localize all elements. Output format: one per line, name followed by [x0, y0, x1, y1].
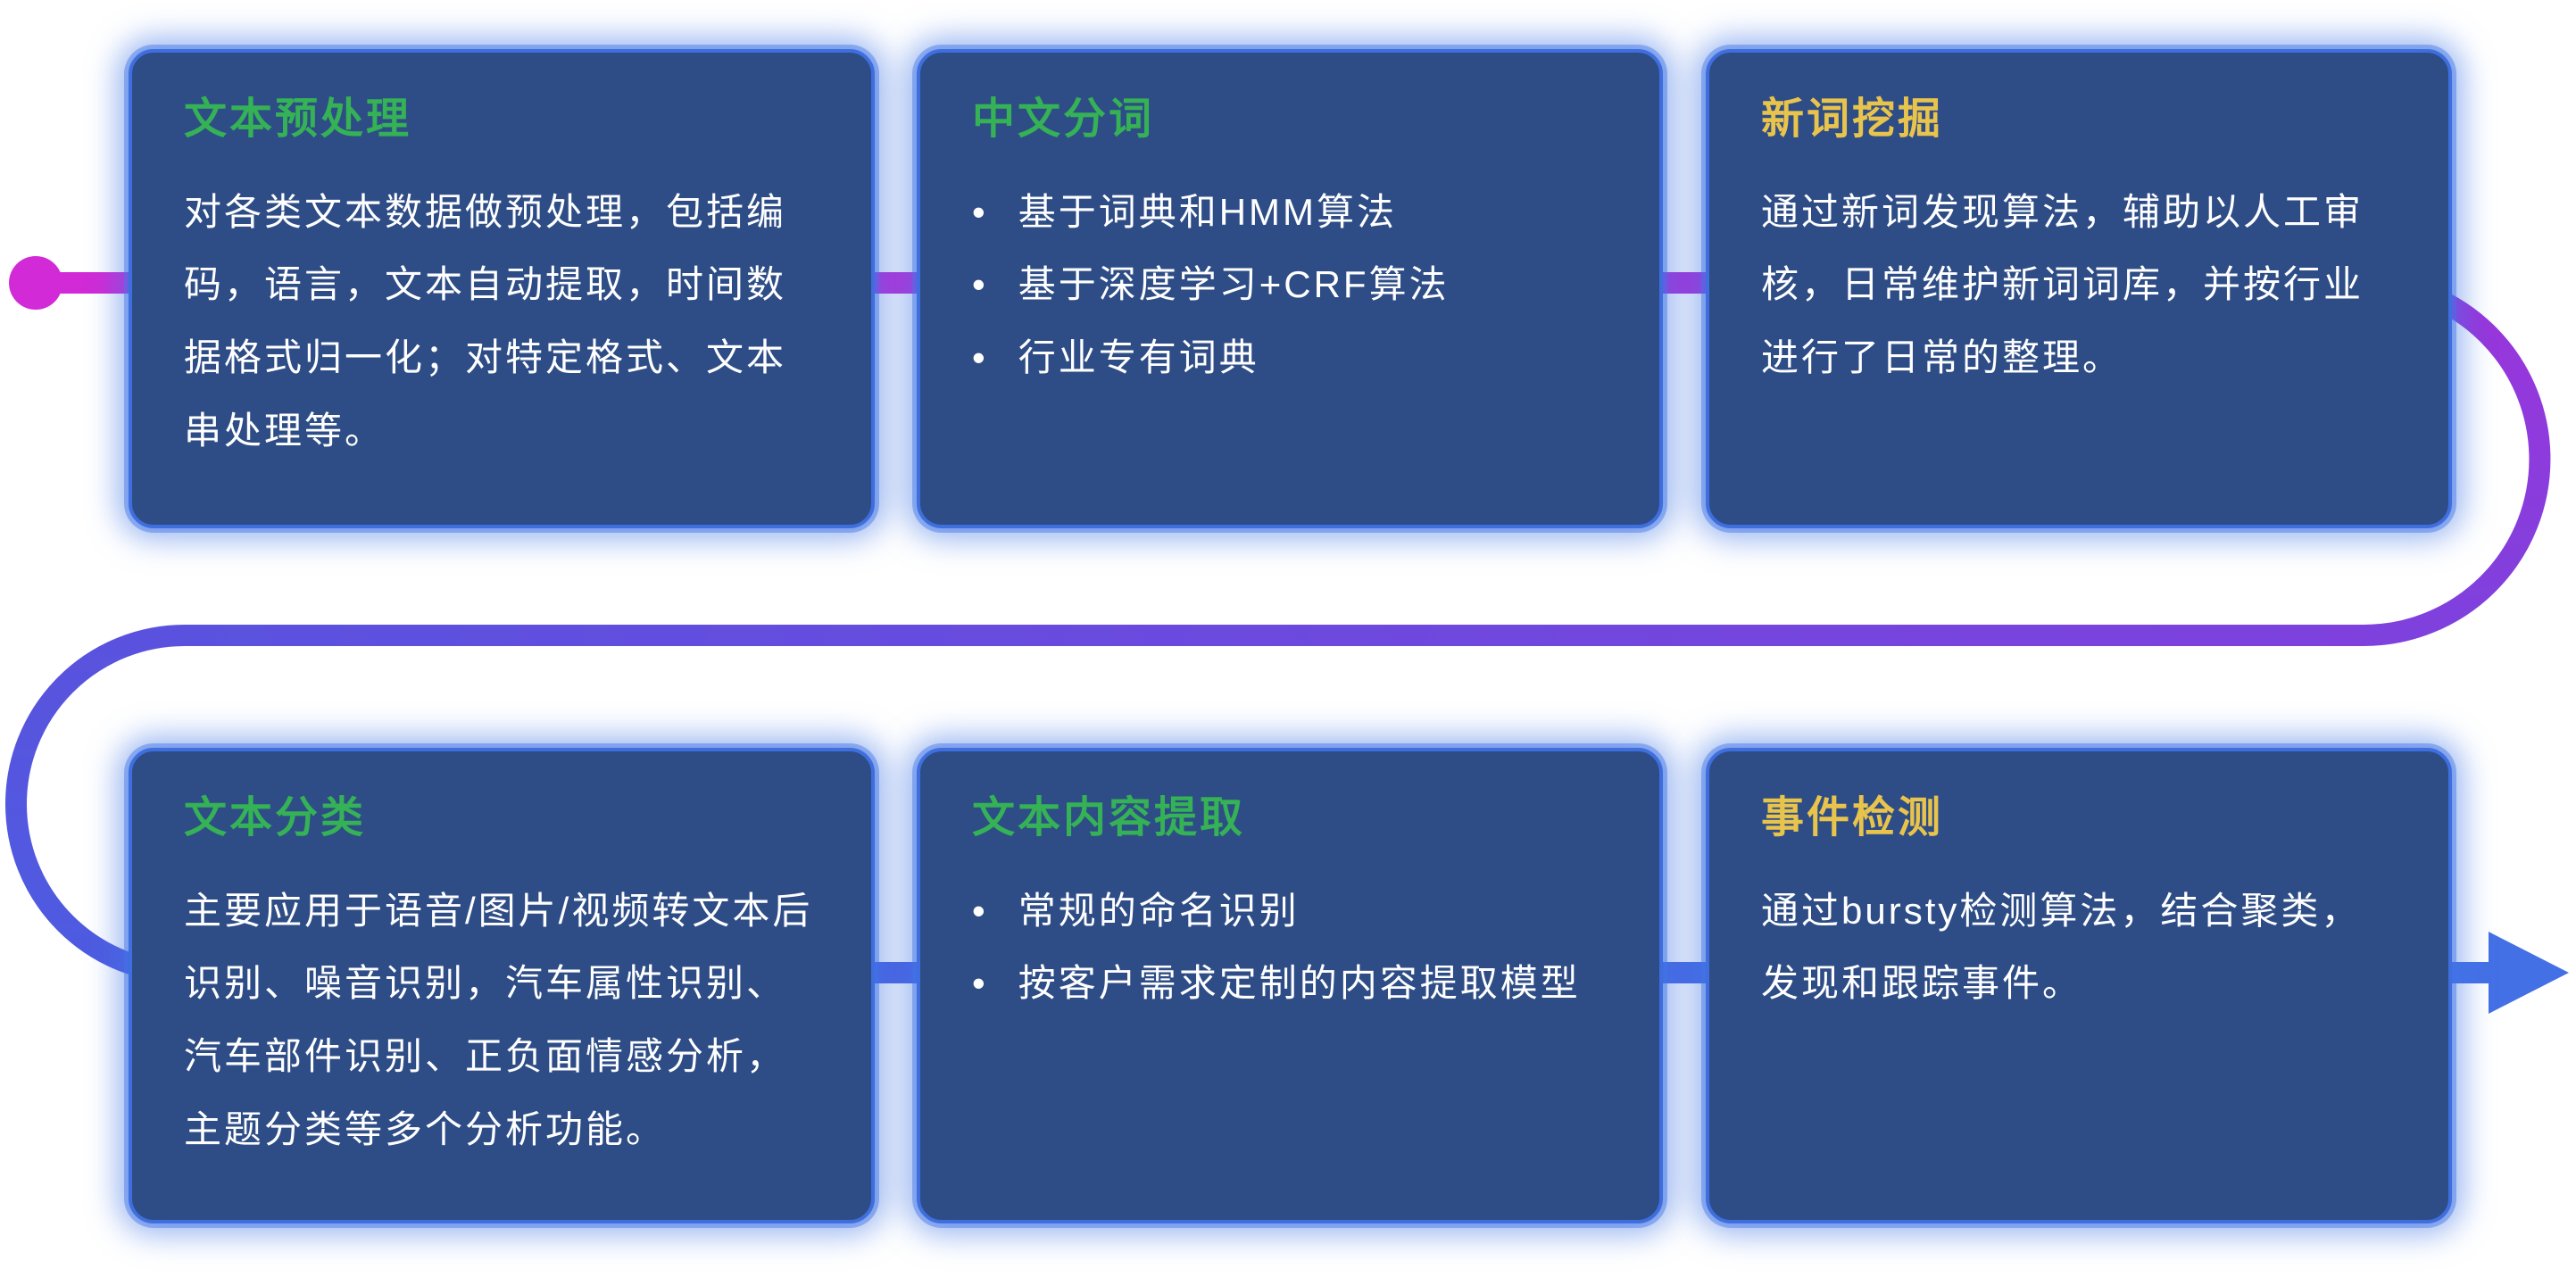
- flow-arrow-icon: [2489, 932, 2569, 1014]
- card-event-detection: 事件检测 通过bursty检测算法，结合聚类，发现和跟踪事件。: [1706, 748, 2452, 1223]
- card-chinese-word-segmentation: 中文分词 基于词典和HMM算法 基于深度学习+CRF算法 行业专有词典: [917, 49, 1663, 528]
- bullet-text: 行业专有词典: [1018, 336, 1259, 379]
- card-body: 通过bursty检测算法，结合聚类，发现和跟踪事件。: [1761, 889, 2362, 1005]
- bullet-text: 按客户需求定制的内容提取模型: [1018, 962, 1581, 1005]
- card-title: 文本分类: [184, 794, 367, 842]
- card-title: 中文分词: [972, 95, 1155, 143]
- flow-start-dot-icon: [9, 256, 62, 310]
- card-title: 新词挖掘: [1761, 95, 1944, 143]
- card-text-content-extraction: 文本内容提取 常规的命名识别 按客户需求定制的内容提取模型: [917, 748, 1663, 1223]
- bullet-item: 基于深度学习+CRF算法: [972, 248, 1608, 321]
- bullet-item: 常规的命名识别: [972, 875, 1608, 948]
- card-text-classification: 文本分类 主要应用于语音/图片/视频转文本后识别、噪音识别，汽车属性识别、汽车部…: [129, 748, 875, 1223]
- card-body: 通过新词发现算法，辅助以人工审核，日常维护新词词库，并按行业进行了日常的整理。: [1761, 190, 2364, 379]
- card-title: 文本预处理: [184, 95, 412, 143]
- bullet-item: 按客户需求定制的内容提取模型: [972, 947, 1608, 1020]
- card-title: 事件检测: [1761, 794, 1944, 842]
- bullet-text: 基于深度学习+CRF算法: [1018, 263, 1450, 306]
- bullet-item: 基于词典和HMM算法: [972, 176, 1608, 249]
- bullet-text: 基于词典和HMM算法: [1018, 190, 1398, 233]
- card-body: 对各类文本数据做预处理，包括编码，语言，文本自动提取，时间数据格式归一化；对特定…: [184, 190, 787, 452]
- card-bullet-list: 常规的命名识别 按客户需求定制的内容提取模型: [972, 875, 1608, 1021]
- card-body: 主要应用于语音/图片/视频转文本后识别、噪音识别，汽车属性识别、汽车部件识别、正…: [184, 889, 813, 1151]
- bullet-text: 常规的命名识别: [1018, 889, 1300, 932]
- flow-curve-left: [5, 625, 186, 983]
- bullet-item: 行业专有词典: [972, 321, 1608, 394]
- card-text-preprocessing: 文本预处理 对各类文本数据做预处理，包括编码，语言，文本自动提取，时间数据格式归…: [129, 49, 875, 528]
- card-bullet-list: 基于词典和HMM算法 基于深度学习+CRF算法 行业专有词典: [972, 176, 1608, 395]
- card-title: 文本内容提取: [972, 794, 1246, 842]
- card-new-word-mining: 新词挖掘 通过新词发现算法，辅助以人工审核，日常维护新词词库，并按行业进行了日常…: [1706, 49, 2452, 528]
